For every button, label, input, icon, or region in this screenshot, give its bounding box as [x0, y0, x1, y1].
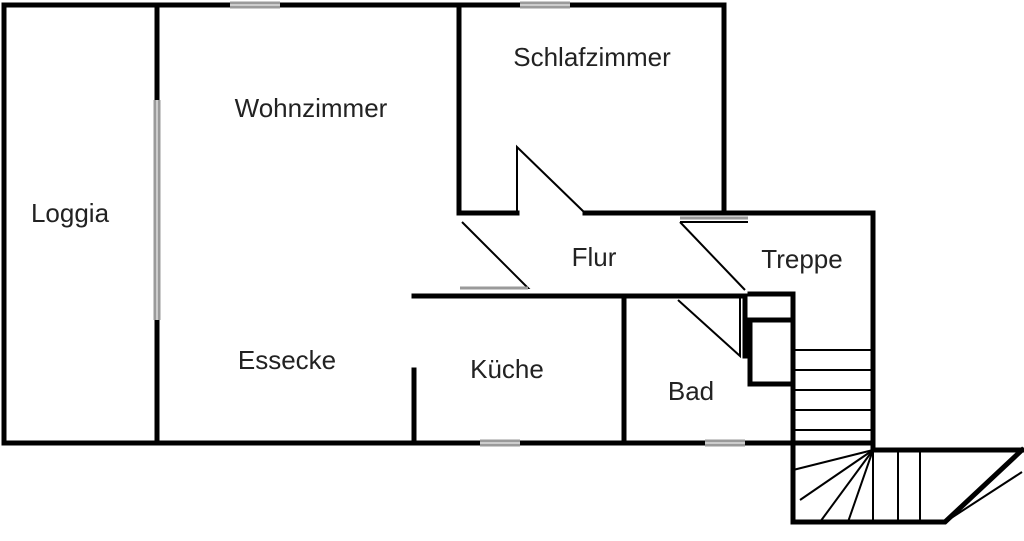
staircase: [747, 291, 1024, 525]
room-labels: Loggia Wohnzimmer Schlafzimmer Flur Trep…: [31, 42, 843, 406]
room-label-wohnzimmer: Wohnzimmer: [235, 93, 388, 123]
windows: [153, 1, 745, 447]
outer-walls: [1, 2, 876, 446]
room-label-loggia: Loggia: [31, 198, 110, 228]
room-label-essecke: Essecke: [238, 345, 336, 375]
room-label-treppe: Treppe: [761, 244, 842, 274]
room-label-bad: Bad: [668, 376, 714, 406]
room-label-kueche: Küche: [470, 354, 544, 384]
room-label-flur: Flur: [572, 242, 617, 272]
doors: [460, 144, 748, 359]
room-label-schlafzimmer: Schlafzimmer: [513, 42, 671, 72]
